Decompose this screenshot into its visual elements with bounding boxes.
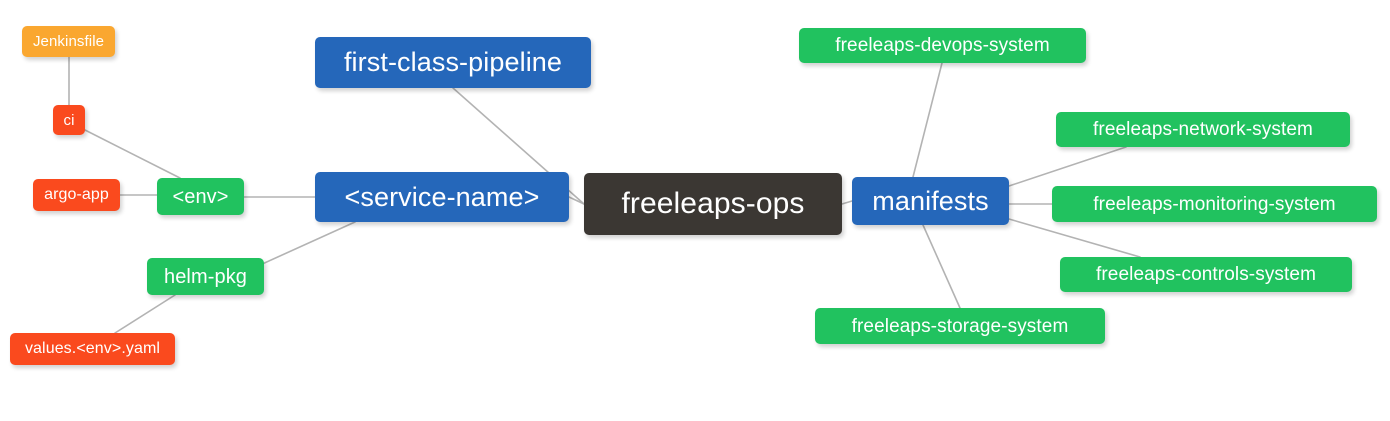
node-label-jenkinsfile: Jenkinsfile [32, 33, 105, 50]
node-label-service-name: <service-name> [344, 181, 540, 212]
node-first-class-pipeline[interactable]: first-class-pipeline [315, 37, 591, 88]
node-label-helm-pkg: helm-pkg [163, 265, 248, 288]
node-label-manifests: manifests [872, 185, 989, 216]
node-label-freeleaps-storage-system: freeleaps-storage-system [851, 315, 1069, 337]
node-manifests[interactable]: manifests [852, 177, 1009, 225]
edge-freeleaps-ops-to-manifests [841, 200, 853, 205]
node-helm-pkg[interactable]: helm-pkg [147, 258, 264, 295]
node-label-env: <env> [172, 185, 229, 208]
node-label-freeleaps-controls-system: freeleaps-controls-system [1095, 264, 1317, 285]
node-argo-app[interactable]: argo-app [33, 179, 120, 211]
node-freeleaps-devops-system[interactable]: freeleaps-devops-system [799, 28, 1086, 63]
node-label-values-env-yaml: values.<env>.yaml [24, 340, 161, 357]
edge-manifests-to-freeleaps-storage-system [922, 224, 961, 309]
node-freeleaps-storage-system[interactable]: freeleaps-storage-system [815, 308, 1105, 344]
node-label-first-class-pipeline: first-class-pipeline [343, 47, 563, 77]
edge-manifests-to-freeleaps-controls-system [1008, 218, 1141, 258]
node-freeleaps-network-system[interactable]: freeleaps-network-system [1056, 112, 1350, 147]
edge-helm-pkg-to-values-env-yaml [114, 294, 176, 334]
edge-manifests-to-freeleaps-devops-system [912, 62, 943, 178]
node-service-name[interactable]: <service-name> [315, 172, 569, 222]
node-label-freeleaps-monitoring-system: freeleaps-monitoring-system [1093, 193, 1336, 215]
node-jenkinsfile[interactable]: Jenkinsfile [22, 26, 115, 57]
node-ci[interactable]: ci [53, 105, 85, 135]
node-freeleaps-monitoring-system[interactable]: freeleaps-monitoring-system [1052, 186, 1377, 222]
node-label-freeleaps-network-system: freeleaps-network-system [1093, 119, 1313, 140]
node-freeleaps-controls-system[interactable]: freeleaps-controls-system [1060, 257, 1352, 292]
node-label-freeleaps-ops: freeleaps-ops [621, 187, 805, 220]
edge-service-name-to-helm-pkg [248, 221, 356, 271]
edge-env-to-ci [84, 129, 181, 179]
node-freeleaps-ops[interactable]: freeleaps-ops [584, 173, 842, 235]
node-label-argo-app: argo-app [44, 186, 109, 203]
edge-freeleaps-ops-to-service-name [568, 196, 585, 205]
node-label-freeleaps-devops-system: freeleaps-devops-system [835, 35, 1050, 56]
node-label-ci: ci [63, 111, 75, 129]
node-env[interactable]: <env> [157, 178, 244, 215]
node-values-env-yaml[interactable]: values.<env>.yaml [10, 333, 175, 365]
edge-manifests-to-freeleaps-network-system [1008, 146, 1127, 187]
